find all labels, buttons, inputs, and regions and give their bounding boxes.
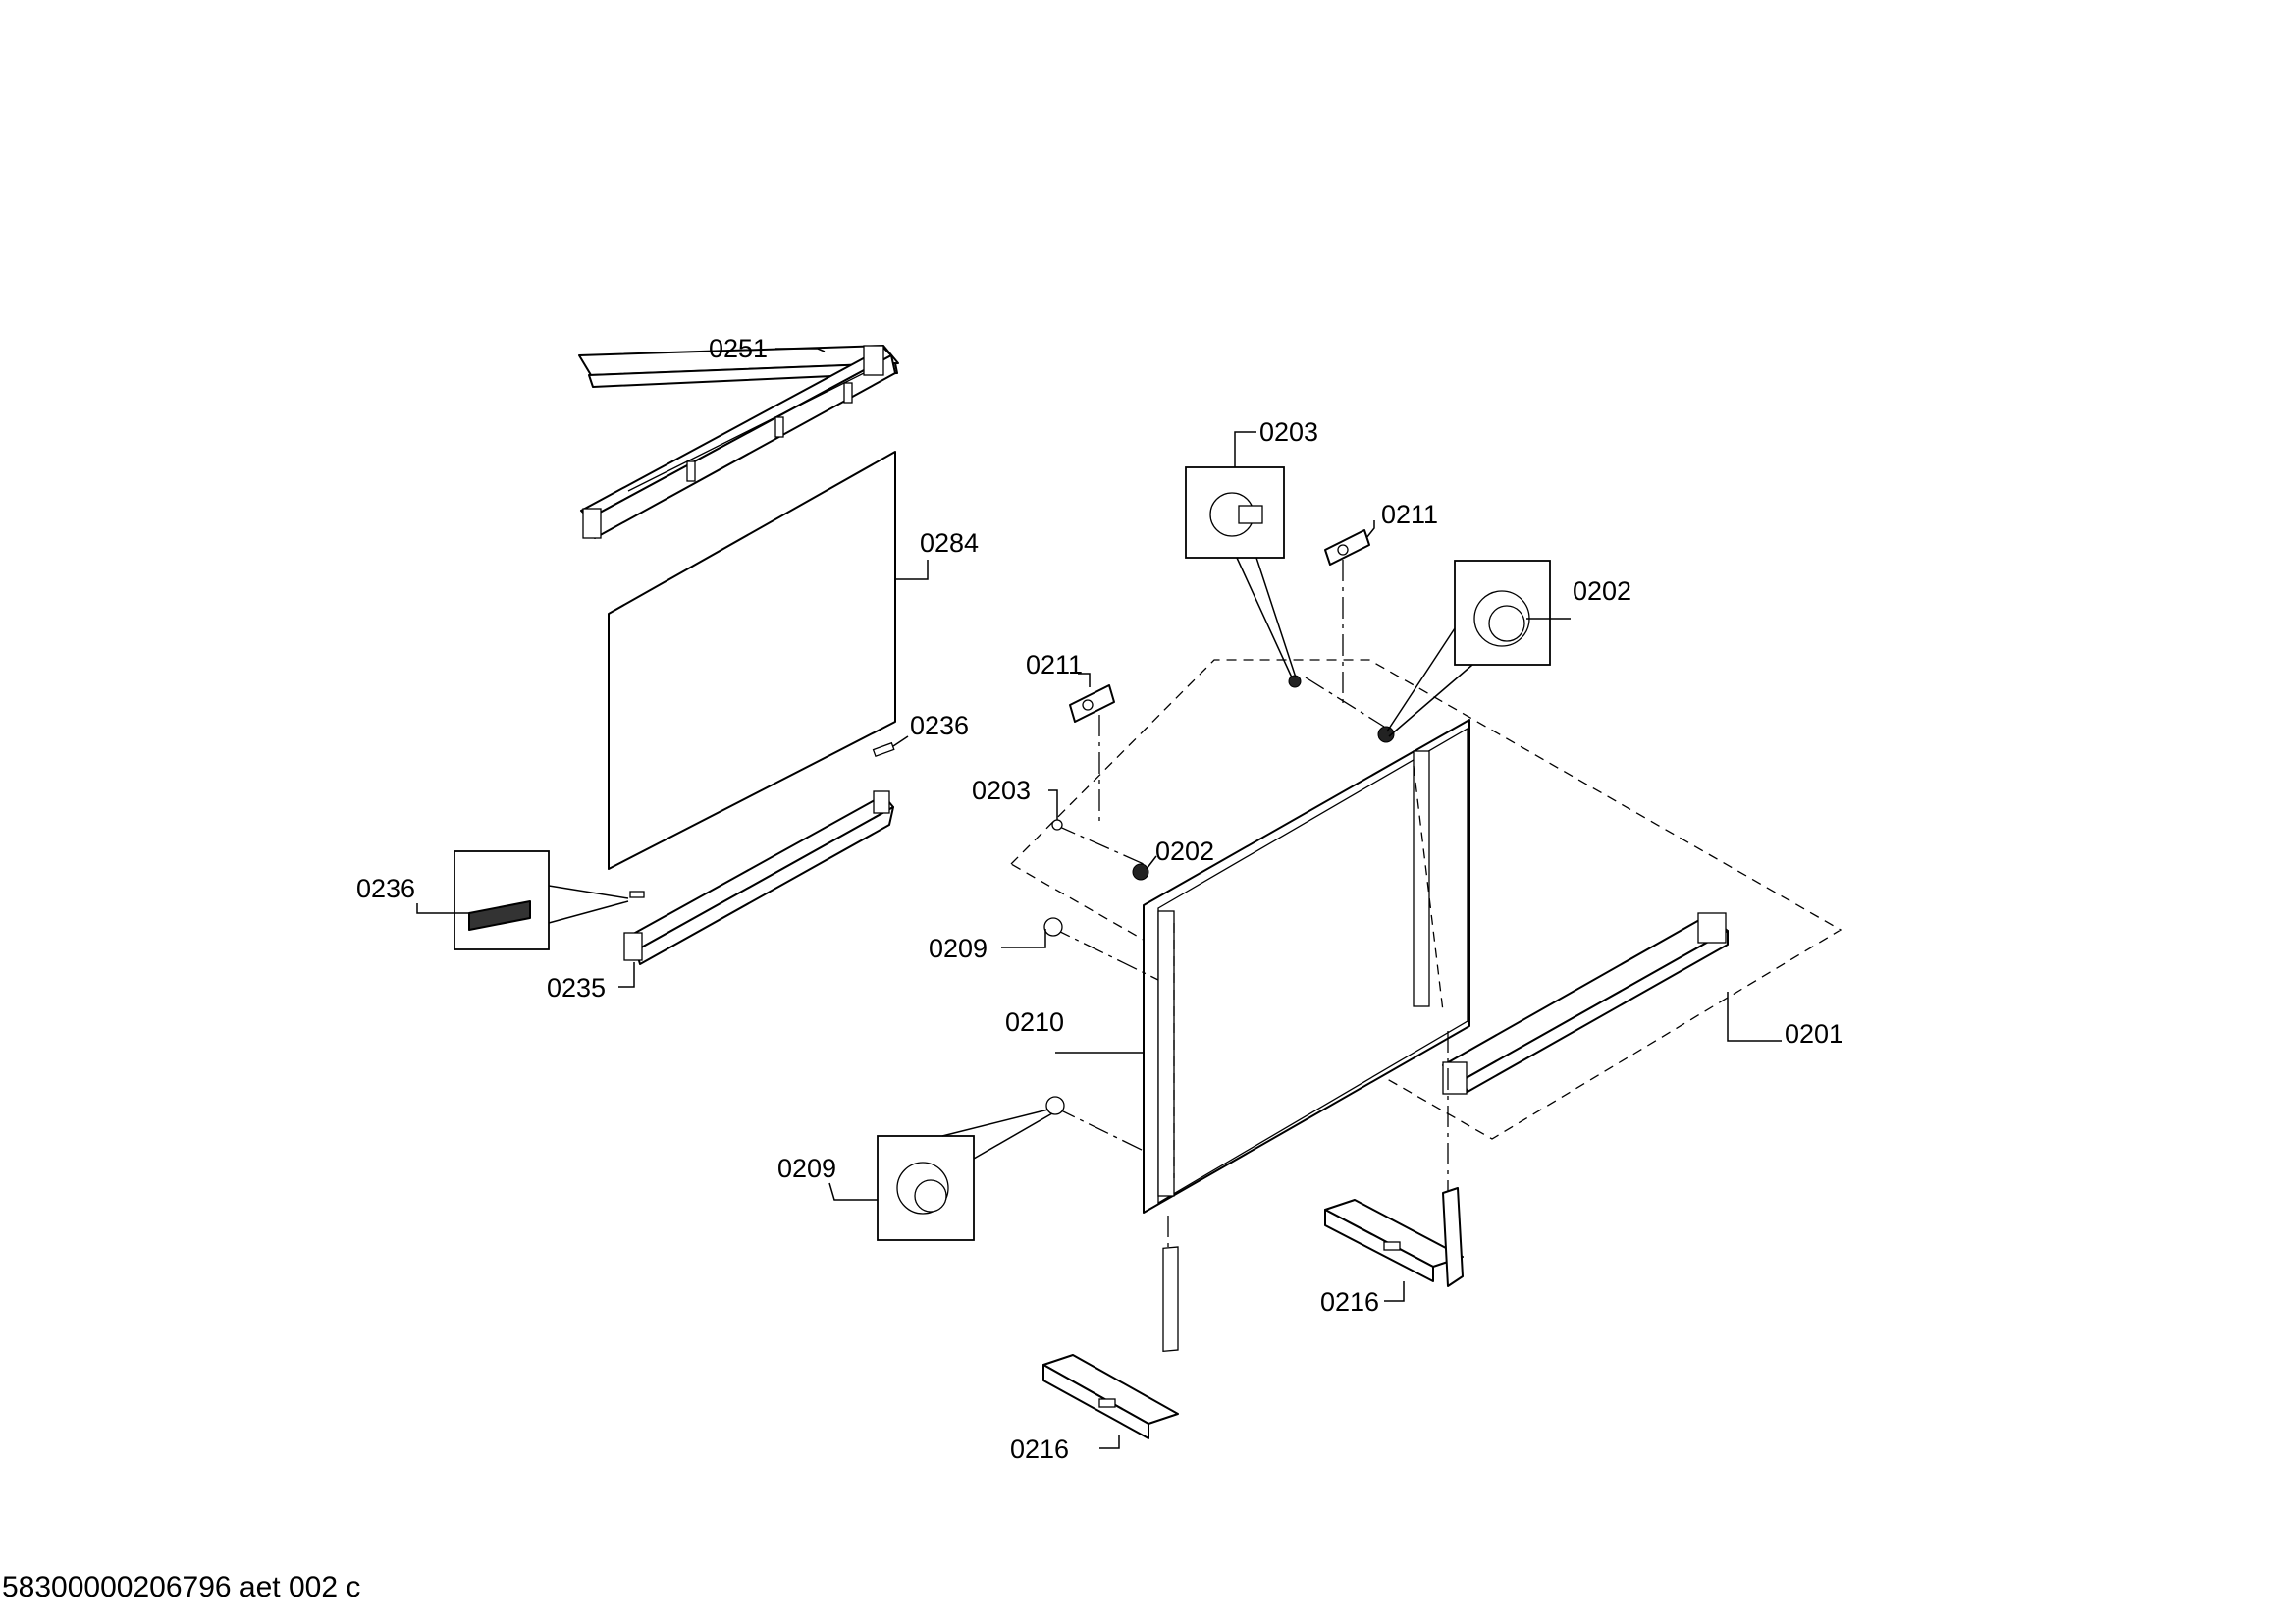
callout-0251: 0251 bbox=[709, 334, 768, 363]
part-0203-screw-lower bbox=[1051, 819, 1063, 831]
part-0209-bumper-lower bbox=[1045, 1096, 1065, 1115]
detail-box-0202 bbox=[1386, 560, 1551, 737]
callout-0203-a: 0203 bbox=[1259, 417, 1318, 447]
callout-0209-a: 0209 bbox=[929, 934, 988, 963]
part-0202-bushing bbox=[1377, 726, 1395, 743]
part-0216-hinge-lower bbox=[1042, 1246, 1179, 1439]
callout-0201: 0201 bbox=[1785, 1019, 1843, 1049]
part-0201-handle bbox=[1442, 912, 1729, 1095]
callout-0216-b: 0216 bbox=[1010, 1435, 1069, 1464]
callout-0216-a: 0216 bbox=[1320, 1287, 1379, 1317]
detail-box-0236 bbox=[454, 850, 645, 950]
part-0202-bushing-lower bbox=[1132, 863, 1149, 881]
part-0236-clip bbox=[872, 741, 895, 758]
callout-0236-b: 0236 bbox=[356, 874, 415, 903]
detail-box-0209 bbox=[877, 1109, 1053, 1241]
callout-0202-b: 0202 bbox=[1155, 837, 1214, 866]
callout-0236-a: 0236 bbox=[910, 711, 969, 740]
part-0209-bumper bbox=[1043, 917, 1063, 937]
document-id: 58300000206796 aet 002 c bbox=[2, 1571, 361, 1603]
callout-0211-b: 0211 bbox=[1026, 650, 1083, 679]
callout-0210: 0210 bbox=[1005, 1007, 1064, 1037]
part-0203-screw bbox=[1288, 675, 1302, 688]
part-0251-top-rail bbox=[578, 345, 899, 539]
callout-0284: 0284 bbox=[920, 528, 979, 558]
outline-0201-frame bbox=[1009, 659, 1842, 1140]
part-0235-bottom-rail bbox=[623, 790, 894, 965]
callout-0209-b: 0209 bbox=[777, 1154, 836, 1183]
part-0284-glass-pane bbox=[608, 451, 896, 870]
part-0211-hinge-plate-lower bbox=[1069, 684, 1115, 723]
callout-0202-a: 0202 bbox=[1573, 576, 1631, 606]
callout-0235: 0235 bbox=[547, 973, 606, 1002]
part-0211-hinge-plate-upper bbox=[1324, 529, 1370, 566]
part-0210-door-panel bbox=[1143, 719, 1470, 1214]
detail-box-0203 bbox=[1185, 466, 1297, 678]
callout-0203-b: 0203 bbox=[972, 776, 1031, 805]
callout-0211-a: 0211 bbox=[1381, 500, 1438, 529]
part-0216-hinge-upper bbox=[1324, 1187, 1464, 1287]
